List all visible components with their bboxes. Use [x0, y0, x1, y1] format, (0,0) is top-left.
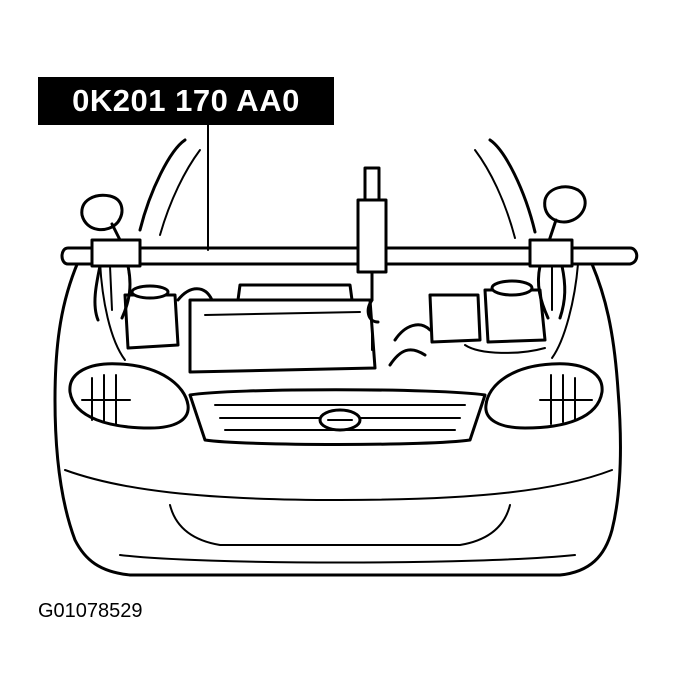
left-headlight: [68, 362, 190, 430]
right-headlight: [484, 362, 604, 430]
support-fixture: [60, 166, 639, 351]
engine-bay: [123, 279, 547, 374]
grille: [188, 388, 487, 446]
part-number-label: 0K201 170 AA0: [38, 77, 334, 125]
figure-id-label: G01078529: [38, 600, 143, 622]
